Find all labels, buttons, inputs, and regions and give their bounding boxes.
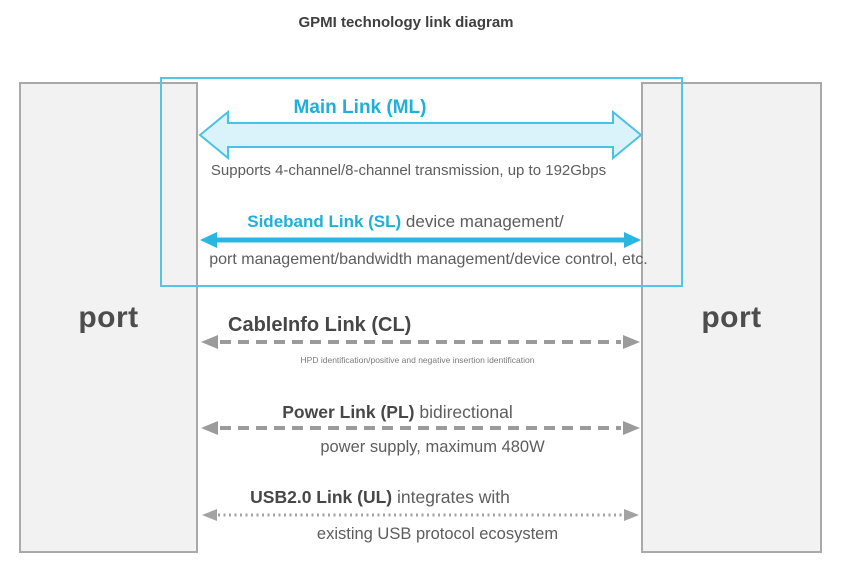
usb-link-description: existing USB protocol ecosystem: [316, 525, 559, 543]
usb-link-label: USB2.0 Link (UL) integrates with: [160, 487, 600, 508]
sideband-link-suffix: device management/: [401, 212, 564, 231]
usb-arrowhead-right: [624, 509, 639, 521]
usb-arrowhead-left: [202, 509, 217, 521]
cableinfo-link-label: CableInfo Link (CL): [228, 314, 412, 336]
cableinfo-arrowhead-right: [623, 335, 640, 349]
main-link-description: Supports 4-channel/8-channel transmissio…: [210, 162, 607, 179]
cableinfo-link-description: HPD identification/positive and negative…: [300, 355, 535, 365]
right-port-box: port: [641, 82, 822, 553]
diagram-title: GPMI technology link diagram: [298, 14, 514, 31]
usb-link-suffix: integrates with: [392, 487, 510, 507]
left-port-box: port: [19, 82, 198, 553]
cableinfo-arrowhead-left: [201, 335, 218, 349]
right-port-label: port: [701, 300, 762, 334]
left-port-label: port: [78, 300, 139, 334]
power-link-suffix: bidirectional: [414, 402, 513, 422]
usb-link-name: USB2.0 Link (UL): [250, 487, 393, 507]
main-sideband-frame: [160, 77, 683, 287]
power-link-description: power supply, maximum 480W: [320, 438, 545, 456]
power-link-label: Power Link (PL) bidirectional: [175, 402, 620, 423]
power-link-name: Power Link (PL): [282, 402, 415, 422]
sideband-link-name: Sideband Link (SL): [247, 212, 402, 231]
sideband-link-label: Sideband Link (SL) device management/: [185, 212, 626, 232]
sideband-link-description: port management/bandwidth management/dev…: [209, 251, 648, 268]
power-arrowhead-left: [201, 421, 218, 435]
power-arrowhead-right: [623, 421, 640, 435]
main-link-label: Main Link (ML): [293, 97, 427, 118]
